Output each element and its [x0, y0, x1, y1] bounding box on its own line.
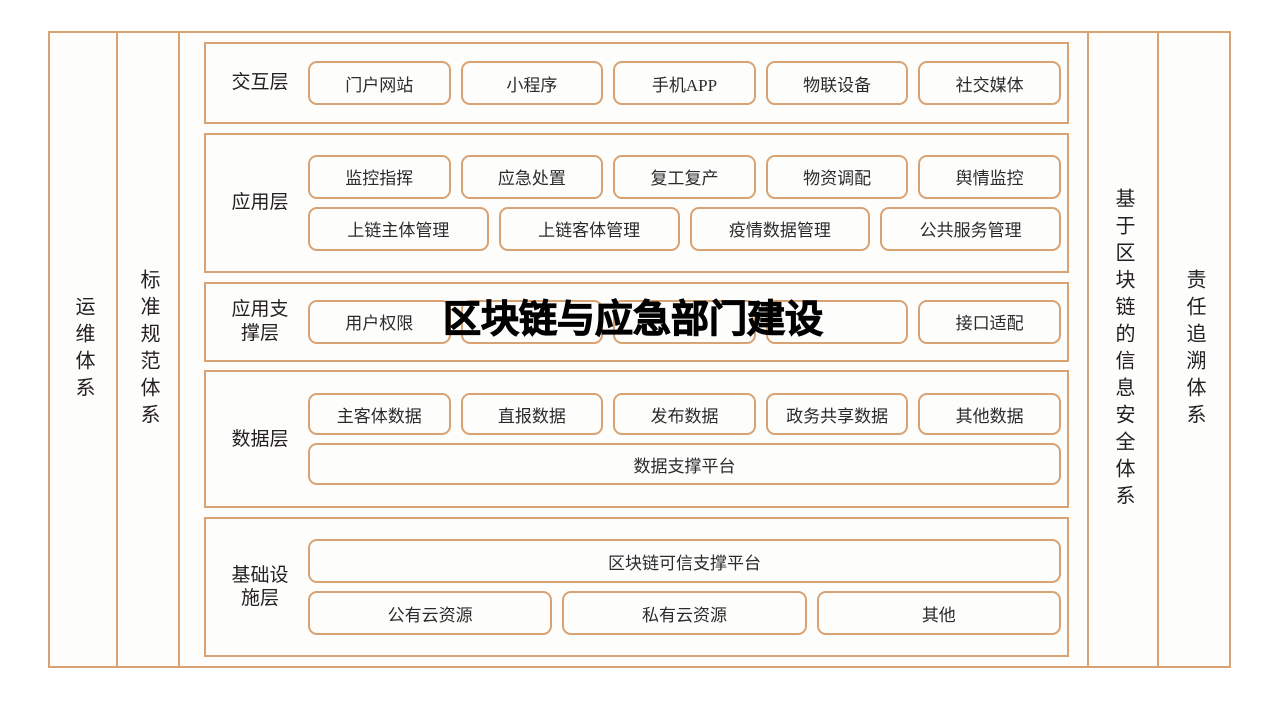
- node-material-allocation[interactable]: 物资调配: [765, 154, 909, 199]
- node-emergency-response[interactable]: 应急处置: [460, 154, 604, 199]
- node-public-cloud-resources[interactable]: 公有云资源: [308, 591, 553, 635]
- node-public-service-management[interactable]: 公共服务管理: [880, 206, 1061, 251]
- data-layer-row-1: 主客体数据 直报数据 发布数据 政务共享数据 其他数据: [308, 393, 1061, 436]
- node-mobile-app[interactable]: 手机APP: [613, 61, 756, 105]
- node-government-shared-data[interactable]: 政务共享数据: [765, 393, 909, 436]
- node-subject-object-data[interactable]: 主客体数据: [308, 393, 451, 436]
- node-support-obscured-2[interactable]: [613, 299, 756, 344]
- node-onchain-object-management[interactable]: 上链客体管理: [498, 206, 680, 251]
- node-data-support-platform[interactable]: 数据支撑平台: [308, 443, 1061, 486]
- node-interface-adaptation[interactable]: 接口适配: [918, 299, 1061, 344]
- pillar-ops-system-label: 运维体系: [72, 295, 94, 404]
- interaction-layer-label: 交互层: [231, 72, 289, 94]
- layer-stack: 交互层 门户网站 小程序 手机APP 物联设备 社交媒体 应用层 监控指挥: [190, 33, 1081, 666]
- overlay-title: 区块链与应急部门建设: [442, 297, 824, 341]
- data-layer-body: 主客体数据 直报数据 发布数据 政务共享数据 其他数据 数据支撑平台: [308, 379, 1061, 499]
- pillar-standards-system-label: 标准规范体系: [137, 268, 159, 431]
- node-direct-report-data[interactable]: 直报数据: [460, 393, 604, 436]
- node-onchain-subject-management[interactable]: 上链主体管理: [308, 206, 489, 251]
- interaction-layer-row: 门户网站 小程序 手机APP 物联设备 社交媒体: [308, 61, 1061, 105]
- node-mini-program[interactable]: 小程序: [460, 61, 604, 105]
- left-gutter: [184, 33, 190, 666]
- data-layer-label: 数据层: [231, 428, 289, 450]
- node-published-data[interactable]: 发布数据: [613, 393, 756, 436]
- node-support-obscured-3[interactable]: [765, 299, 909, 344]
- pillar-accountability-system: 责任追溯体系: [1157, 33, 1229, 666]
- interaction-layer: 交互层 门户网站 小程序 手机APP 物联设备 社交媒体: [204, 42, 1069, 124]
- node-other-data[interactable]: 其他数据: [918, 393, 1061, 436]
- node-work-resumption[interactable]: 复工复产: [613, 154, 756, 199]
- pillar-accountability-system-label: 责任追溯体系: [1183, 268, 1205, 431]
- application-support-layer-row: 用户权限 接口适配: [308, 299, 1061, 344]
- application-layer-row-1: 监控指挥 应急处置 复工复产 物资调配 舆情监控: [308, 154, 1061, 199]
- infrastructure-layer-row-2: 公有云资源 私有云资源 其他: [308, 591, 1061, 635]
- node-social-media[interactable]: 社交媒体: [918, 61, 1061, 105]
- node-other-resources[interactable]: 其他: [816, 591, 1061, 635]
- node-epidemic-data-management[interactable]: 疫情数据管理: [689, 206, 871, 251]
- interaction-layer-body: 门户网站 小程序 手机APP 物联设备 社交媒体: [308, 51, 1061, 115]
- architecture-frame: 运维体系 标准规范体系 交互层 门户网站 小程序 手机APP 物联设备 社交媒体: [48, 31, 1231, 668]
- application-layer-body: 监控指挥 应急处置 复工复产 物资调配 舆情监控 上链主体管理 上链客体管理 疫…: [308, 142, 1061, 264]
- pillar-ops-system: 运维体系: [50, 33, 118, 666]
- node-iot-devices[interactable]: 物联设备: [765, 61, 909, 105]
- node-user-permissions[interactable]: 用户权限: [308, 299, 451, 344]
- data-layer: 数据层 主客体数据 直报数据 发布数据 政务共享数据 其他数据 数据支撑平台: [204, 370, 1069, 509]
- pillar-standards-system: 标准规范体系: [118, 33, 180, 666]
- pillar-blockchain-security-system-label: 基于区块链的信息安全体系: [1112, 187, 1134, 512]
- application-support-layer-label: 应用支 撑层: [231, 299, 289, 344]
- infrastructure-layer-row-1: 区块链可信支撑平台: [308, 539, 1061, 583]
- node-monitoring-command[interactable]: 监控指挥: [308, 154, 451, 199]
- node-blockchain-trusted-platform[interactable]: 区块链可信支撑平台: [308, 539, 1061, 583]
- application-support-layer-body: 用户权限 接口适配: [308, 291, 1061, 353]
- node-support-obscured-1[interactable]: [460, 299, 604, 344]
- pillar-blockchain-security-system: 基于区块链的信息安全体系: [1087, 33, 1157, 666]
- node-portal-website[interactable]: 门户网站: [308, 61, 451, 105]
- data-layer-row-2: 数据支撑平台: [308, 443, 1061, 486]
- node-public-opinion-monitoring[interactable]: 舆情监控: [918, 154, 1061, 199]
- infrastructure-layer-label: 基础设 施层: [231, 564, 289, 609]
- application-support-layer: 应用支 撑层 用户权限 接口适配: [204, 281, 1069, 362]
- application-layer: 应用层 监控指挥 应急处置 复工复产 物资调配 舆情监控 上链主体管理 上链客体…: [204, 132, 1069, 273]
- infrastructure-layer: 基础设 施层 区块链可信支撑平台 公有云资源 私有云资源 其他: [204, 517, 1069, 657]
- application-layer-label: 应用层: [231, 192, 289, 214]
- application-layer-row-2: 上链主体管理 上链客体管理 疫情数据管理 公共服务管理: [308, 206, 1061, 251]
- node-private-cloud-resources[interactable]: 私有云资源: [562, 591, 807, 635]
- right-gutter: [1081, 33, 1087, 666]
- infrastructure-layer-body: 区块链可信支撑平台 公有云资源 私有云资源 其他: [308, 526, 1061, 648]
